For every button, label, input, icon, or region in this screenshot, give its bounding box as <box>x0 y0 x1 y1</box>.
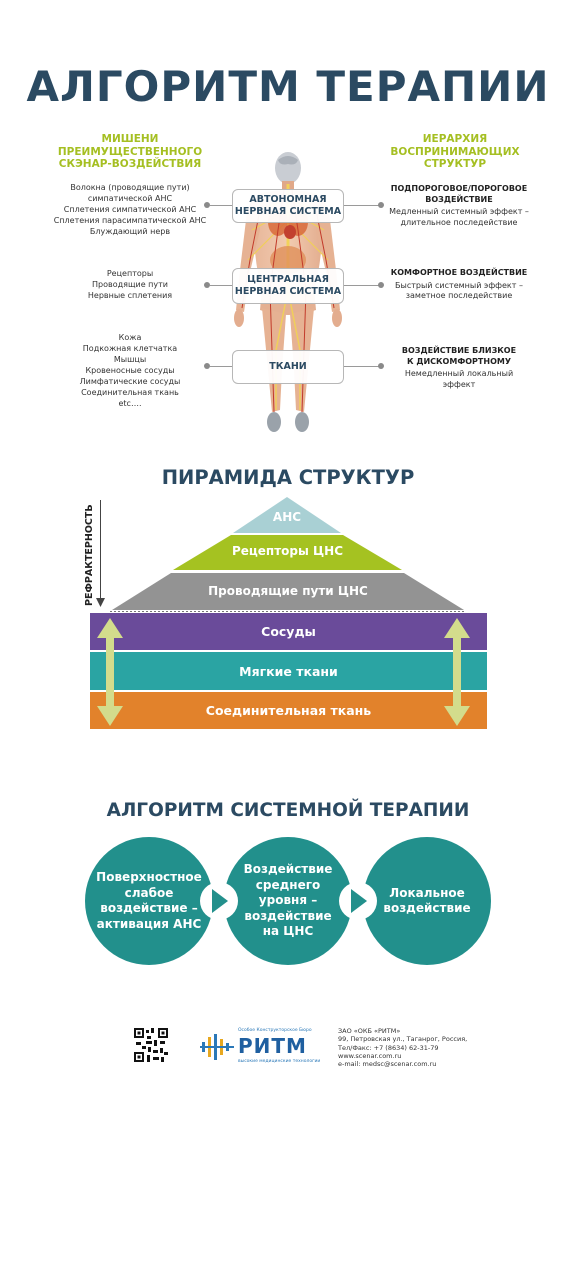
double-arrow-left-icon <box>97 618 123 726</box>
connector-dot <box>378 282 384 288</box>
layer-soft-tissue: Мягкие ткани <box>90 652 487 690</box>
list-item: Подкожная клетчатка <box>82 344 178 353</box>
ritm-logo-icon <box>200 1034 234 1060</box>
connector-dot <box>378 363 384 369</box>
page-title: АЛГОРИТМ ТЕРАПИИ <box>26 62 550 111</box>
list-item: Проводящие пути <box>92 280 168 289</box>
pyramid-tier-receptors-label: Рецепторы ЦНС <box>231 544 344 558</box>
layer-connective-tissue: Соединительная ткань <box>90 692 487 729</box>
list-item: Кровеносные сосуды <box>85 366 175 375</box>
list-item: Сплетения симпатической АНС <box>63 205 197 214</box>
connector-line <box>210 285 232 286</box>
list-item: Волокна (проводящие пути) <box>70 183 190 192</box>
list-item: Мышцы <box>113 355 147 364</box>
hierarchy-title: ИЕРАРХИЯ ВОСПРИНИМАЮЩИХ СТРУКТУР <box>390 133 520 170</box>
connector-line <box>344 205 380 206</box>
list-item: Сплетения парасимпатической АНС <box>53 216 207 225</box>
targets-list-ans: Волокна (проводящие пути) симпатической … <box>50 182 210 237</box>
ritm-logo: Особое Конструкторское Бюро РИТМ высокие… <box>200 1028 332 1068</box>
connector-dot <box>204 282 210 288</box>
connector-dot <box>204 202 210 208</box>
algorithm-title: АЛГОРИТМ СИСТЕМНОЙ ТЕРАПИИ <box>106 800 470 821</box>
list-item: Лимфатические сосуды <box>79 377 181 386</box>
list-item: Блуждающий нерв <box>89 227 171 236</box>
layer-vessels: Сосуды <box>90 613 487 650</box>
algorithm-step-2: Воздействие среднего уровня – воздействи… <box>224 837 352 965</box>
list-item: Нервные сплетения <box>87 291 173 300</box>
targets-list-tissues: Кожа Подкожная клетчатка Мышцы Кровеносн… <box>50 332 210 409</box>
step-arrow-icon <box>200 882 238 920</box>
arrow-down-icon <box>96 598 105 607</box>
website-link[interactable]: www.scenar.com.ru <box>338 1051 402 1060</box>
double-arrow-right-icon <box>444 618 470 726</box>
algorithm-step-1: Поверхностное слабое воздействие – актив… <box>85 837 213 965</box>
connector-line <box>210 366 232 367</box>
connector-dot <box>204 363 210 369</box>
pyramid-tier-ans-label: АНС <box>272 510 302 524</box>
connector-line <box>344 366 380 367</box>
hierarchy-item-comfort: КОМФОРТНОЕ ВОЗДЕЙСТВИЕ Быстрый системный… <box>390 268 528 300</box>
targets-title: МИШЕНИ ПРЕИМУЩЕСТВЕННОГО СКЭНАР-ВОЗДЕЙСТ… <box>57 133 203 170</box>
logo-subtitle: Особое Конструкторское Бюро <box>238 1028 312 1033</box>
email-link[interactable]: e-mail: medsc@scenar.com.ru <box>338 1060 437 1069</box>
logo-name: РИТМ <box>238 1034 307 1058</box>
qr-code-icon <box>134 1028 168 1062</box>
connector-dot <box>378 202 384 208</box>
pyramid-tier-ans <box>233 497 341 533</box>
pyramid-tier-paths-label: Проводящие пути ЦНС <box>208 584 368 598</box>
company-contacts: ЗАО «ОКБ «РИТМ» 99, Петровская ул., Тага… <box>338 1027 468 1069</box>
list-item: Кожа <box>118 333 142 342</box>
node-tissues: ТКАНИ <box>232 350 344 384</box>
targets-list-cns: Рецепторы Проводящие пути Нервные сплете… <box>50 268 210 301</box>
connector-line <box>344 285 380 286</box>
pyramid-tier-paths <box>112 573 464 610</box>
step-arrow-icon <box>339 882 377 920</box>
refractoriness-axis-line <box>100 500 101 604</box>
pyramid-title: ПИРАМИДА СТРУКТУР <box>161 466 415 489</box>
logo-tagline: высокие медицинские технологии <box>238 1059 321 1064</box>
algorithm-step-3: Локальное воздействие <box>363 837 491 965</box>
list-item: etc…. <box>118 399 142 408</box>
list-item: Соединительная ткань <box>81 388 179 397</box>
list-item: симпатической АНС <box>87 194 173 203</box>
list-item: Рецепторы <box>106 269 154 278</box>
pyramid-tiers <box>110 497 466 612</box>
connector-line <box>210 205 232 206</box>
pyramid-tier-receptors <box>173 535 402 570</box>
